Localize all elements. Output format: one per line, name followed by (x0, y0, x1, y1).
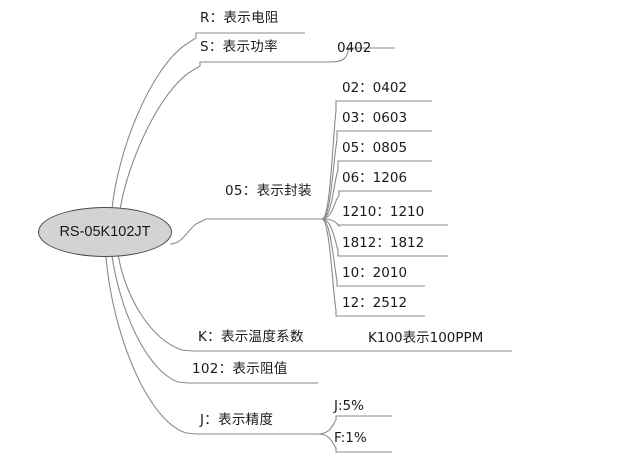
root-node[interactable]: RS-05K102JT (38, 207, 172, 257)
connector-root-to-resistance-value (111, 255, 318, 384)
connector-package-to-1812 (321, 218, 448, 257)
connector-root-to-tolerance (105, 256, 318, 435)
connector-package-to-0603 (321, 130, 432, 220)
leaf-label-package-0805[interactable]: 05：0805 (342, 140, 408, 156)
connector-package-to-1210 (321, 218, 448, 228)
connector-package-to-0805 (321, 160, 432, 220)
leaf-label-tempco-100ppm[interactable]: K100表示100PPM (368, 330, 484, 346)
leaf-label-package-0603[interactable]: 03：0603 (342, 110, 408, 126)
connector-package-to-2512 (321, 218, 425, 317)
connector-root-to-package (169, 218, 322, 245)
root-node-label: RS-05K102JT (59, 224, 151, 240)
leaf-label-package-1812[interactable]: 1812：1812 (342, 235, 425, 251)
leaf-label-package-1206[interactable]: 06：1206 (342, 170, 408, 186)
leaf-label-package-0402[interactable]: 02：0402 (342, 80, 408, 96)
branch-label-tempco[interactable]: K：表示温度系数 (198, 329, 304, 345)
branch-label-tolerance[interactable]: J：表示精度 (200, 412, 274, 428)
branch-label-package[interactable]: 05：表示封装 (225, 183, 312, 199)
connector-power-to-0402 (329, 47, 395, 63)
connector-root-to-tempco (117, 253, 350, 352)
connector-tolerance-to-j5 (317, 415, 392, 435)
connector-root-to-power (119, 61, 330, 211)
leaf-label-package-1210[interactable]: 1210：1210 (342, 204, 425, 220)
connector-package-to-1206 (321, 190, 432, 220)
leaf-label-power-0402[interactable]: 0402 (337, 40, 372, 56)
leaf-label-tolerance-f1[interactable]: F:1% (334, 430, 367, 446)
connector-root-to-resistance (111, 32, 305, 210)
leaf-label-package-2512[interactable]: 12：2512 (342, 295, 408, 311)
root-node-ellipse (38, 207, 172, 257)
leaf-label-package-2010[interactable]: 10：2010 (342, 265, 408, 281)
connector-package-to-2010 (321, 218, 425, 287)
connector-tolerance-to-f1 (317, 433, 392, 453)
branch-label-power[interactable]: S：表示功率 (200, 39, 278, 55)
branch-label-resistance[interactable]: R：表示电阻 (200, 10, 279, 26)
leaf-label-tolerance-j5[interactable]: J:5% (334, 398, 364, 414)
branch-label-resistance-value[interactable]: 102：表示阻值 (192, 361, 288, 377)
connector-package-to-0402 (321, 100, 432, 220)
